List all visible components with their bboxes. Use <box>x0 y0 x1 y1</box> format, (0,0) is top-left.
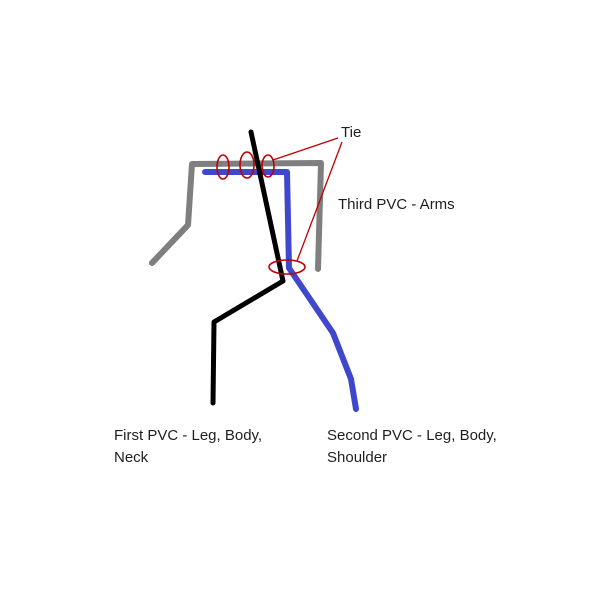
tie-leader-line-lower <box>296 141 343 262</box>
second-pvc-leg-body-shoulder-line <box>202 169 359 412</box>
tie-ellipse-joint <box>268 259 306 275</box>
tie-ellipse-3 <box>261 154 275 178</box>
first-pvc-leg-body-neck-line <box>210 129 286 406</box>
first-pvc-label-line2: Neck <box>114 449 149 466</box>
tie-ellipse-2 <box>239 151 255 179</box>
third-pvc-arms-line <box>149 160 324 272</box>
second-pvc-label-line2: Shoulder <box>327 449 387 466</box>
tie-label: Tie <box>341 124 361 141</box>
first-pvc-label-line1: First PVC - Leg, Body, <box>114 427 262 444</box>
second-pvc-label-line1: Second PVC - Leg, Body, <box>327 427 497 444</box>
tie-leader-line-upper <box>272 137 339 161</box>
third-pvc-label: Third PVC - Arms <box>338 196 455 213</box>
tie-ellipse-1 <box>216 154 230 180</box>
